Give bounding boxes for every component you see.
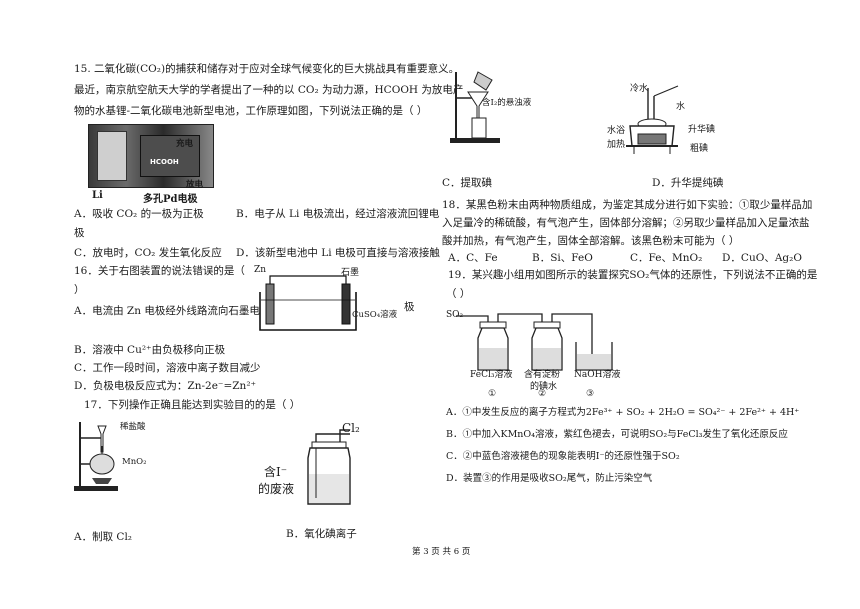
- chlorine-generator-diagram: [74, 422, 118, 491]
- q16-option-a-cont: 极: [404, 301, 415, 313]
- q19-option-c: C．②中蓝色溶液褪色的现象能表明I⁻的还原性强于SO₂: [446, 451, 680, 462]
- q16-option-c: C．工作一段时间，溶液中离子数目减少: [74, 362, 261, 374]
- sublimed-iodine-label: 升华碘: [688, 125, 716, 135]
- q17-option-a: A．制取 Cl₂: [74, 531, 133, 543]
- hcl-label: 稀盐酸: [120, 422, 146, 432]
- hcooh-label: HCOOH: [150, 158, 179, 166]
- apparatus-3-label: ③: [586, 389, 595, 399]
- naoh-label: NaOH溶液: [574, 370, 621, 380]
- li-electrode-shape: [97, 131, 127, 181]
- q16-option-a: A．电流由 Zn 电极经外线路流向石墨电: [74, 305, 260, 317]
- q15-option-a: A．吸收 CO₂ 的一极为正极: [74, 208, 204, 220]
- iodine-suspension-label: 含I₂的悬浊液: [482, 98, 532, 108]
- water-label: 水: [676, 102, 686, 112]
- q15-option-b: B．电子从 Li 电极流出，经过溶液流回锂电: [236, 208, 440, 220]
- graphite-label: 石墨: [341, 268, 360, 278]
- q18-line1: 18．某黑色粉末由两种物质组成，为鉴定其成分进行如下实验：①取少量样品加: [442, 199, 813, 211]
- q15-line1: 15. 二氧化碳(CO₂)的捕获和储存对于应对全球气候变化的巨大挑战具有重要意义…: [74, 63, 460, 75]
- q17-option-d: D．升华提纯碘: [652, 177, 724, 189]
- starch-label-1: 含有淀粉: [524, 370, 561, 380]
- q16-option-d: D．负极电极反应式为：Zn-2e⁻=Zn²⁺: [74, 380, 257, 392]
- q18-option-d: D．CuO、Ag₂O: [722, 252, 802, 264]
- fecl3-label: FeCl₃溶液: [470, 370, 513, 380]
- q19-option-a: A．①中发生反应的离子方程式为2Fe³⁺ + SO₂ + 2H₂O = SO₄²…: [446, 407, 800, 418]
- so2-apparatus-diagram: [456, 313, 613, 371]
- q17-option-c: C．提取碘: [442, 177, 493, 189]
- q17-option-b: B．氧化碘离子: [286, 528, 357, 540]
- starch-label-2: 的碘水: [530, 382, 558, 392]
- apparatus-1-label: ①: [488, 389, 497, 399]
- so2-label: SO₂: [446, 310, 464, 320]
- q19-line1: 19．某兴趣小组用如图所示的装置探究SO₂气体的还原性，下列说法不正确的是: [448, 269, 818, 281]
- q18-option-c: C．Fe、MnO₂: [630, 252, 703, 264]
- q15-line2: 最近，南京航空航天大学的学者提出了一种的以 CO₂ 为动力源，HCOOH 为放电…: [74, 84, 464, 96]
- q15-option-c: C．放电时，CO₂ 发生氧化反应: [74, 247, 222, 259]
- water-bath-label-2: 加热: [607, 140, 626, 150]
- water-bath-label-1: 水浴: [607, 126, 626, 136]
- charge-label: 充电: [176, 139, 194, 149]
- q16-line2: ）: [74, 284, 85, 296]
- q16-line1: 16．关于右图装置的说法错误的是（: [74, 265, 245, 277]
- q18-option-b: B．Si、FeO: [532, 252, 593, 264]
- zn-label: Zn: [254, 265, 267, 275]
- galvanic-cell-diagram: [259, 275, 357, 331]
- q15-option-b-cont: 极: [74, 227, 85, 239]
- oxidation-bottle-diagram: [307, 429, 351, 505]
- q17-line1: 17．下列操作正确且能达到实验目的的是（ ）: [84, 399, 301, 411]
- cold-water-label: 冷水: [630, 84, 649, 94]
- q18-line3: 酸并加热，有气泡产生，固体全部溶解。该黑色粉末可能为（ ）: [442, 235, 740, 247]
- apparatus-2-label: ②: [538, 389, 547, 399]
- iodide-waste-label-2: 的废液: [258, 482, 295, 496]
- q18-line2: 入足量冷的稀硫酸，有气泡产生，固体部分溶解；②另取少量样品加入足量浓盐: [442, 217, 810, 229]
- q18-option-a: A．C、Fe: [448, 252, 498, 264]
- pd-electrode-shape: [140, 135, 200, 177]
- mno2-label: MnO₂: [122, 457, 147, 467]
- crude-iodine-label: 粗碘: [690, 144, 709, 154]
- filtration-diagram: [450, 71, 500, 143]
- sublimation-diagram: [626, 85, 679, 154]
- li-label: Li: [92, 190, 103, 201]
- q15-option-d: D．该新型电池中 Li 电极可直接与溶液接触: [236, 247, 440, 259]
- cuso4-label: CuSO₄溶液: [352, 310, 398, 320]
- q15-line3: 物的水基锂-二氧化碳电池新型电池，工作原理如图，下列说法正确的是（ ）: [74, 105, 428, 117]
- discharge-label: 放电: [186, 180, 204, 190]
- page-footer: 第 3 页 共 6 页: [412, 547, 471, 557]
- q19-option-b: B．①中加入KMnO₄溶液，紫红色褪去，可说明SO₂与FeCl₃发生了氧化还原反…: [446, 429, 788, 440]
- q19-line2: （ ）: [446, 288, 471, 300]
- iodide-waste-label-1: 含I⁻: [264, 465, 288, 479]
- q16-option-b: B．溶液中 Cu²⁺由负极移向正极: [74, 344, 226, 356]
- q19-option-d: D．装置③的作用是吸收SO₂尾气，防止污染空气: [446, 473, 653, 484]
- pd-label: 多孔Pd电极: [143, 194, 198, 205]
- cl2-label: Cl₂: [342, 421, 360, 435]
